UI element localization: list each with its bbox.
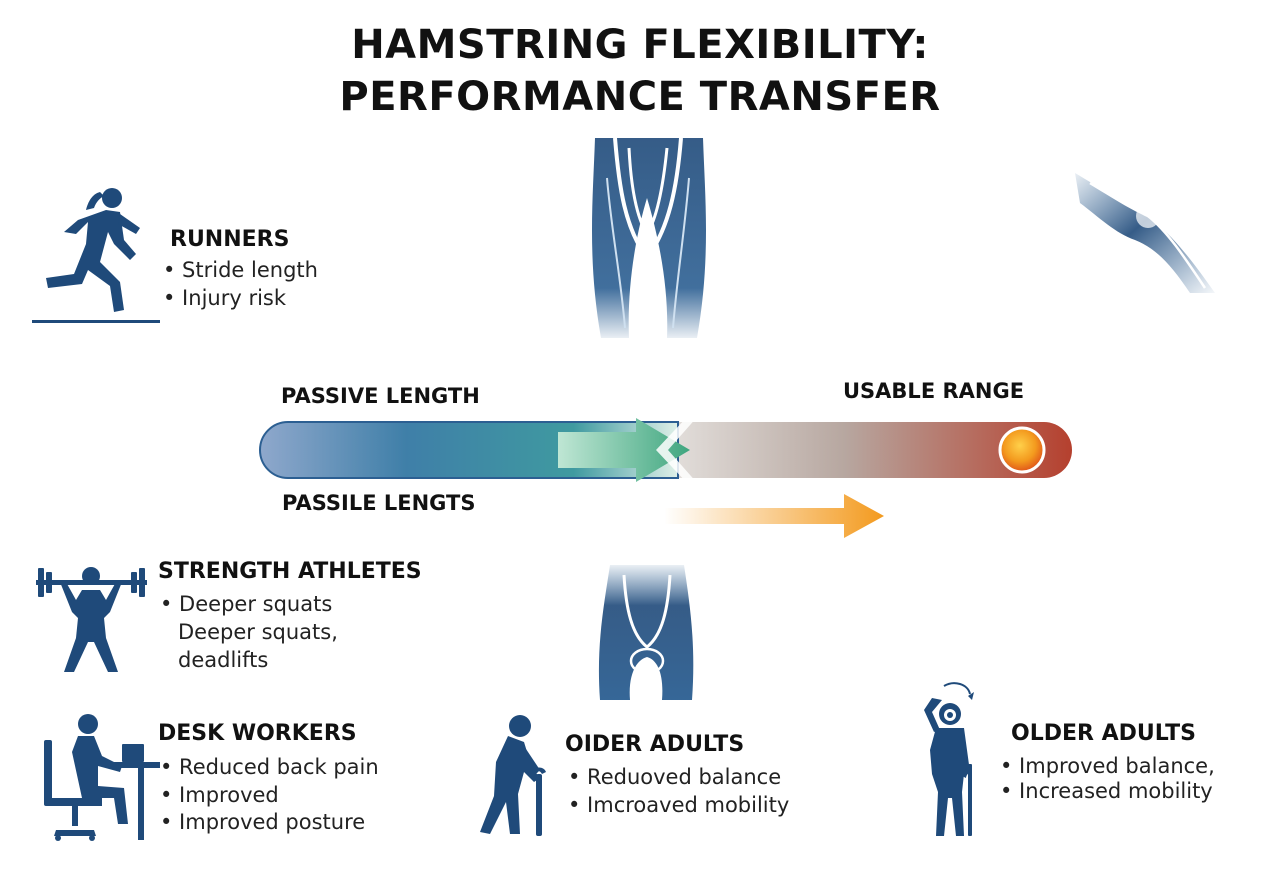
strength-bullet-1: • Deeper squats (160, 592, 333, 616)
runners-bullet-1: • Stride length (163, 258, 318, 282)
strength-bullet-3: deadlifts (178, 648, 269, 672)
page-title-line2: PERFORMANCE TRANSFER (339, 74, 941, 120)
weightlifter-icon (36, 567, 147, 672)
runners-bullet-2: • Injury risk (163, 286, 287, 310)
runners-heading: RUNNERS (170, 227, 290, 252)
older-adults-1-bullet-2: • Imcroaved mobility (568, 793, 790, 817)
older-adults-2-bullet-1: • Improved balance, (1000, 754, 1215, 778)
older-adults-2-bullet-2: • Increased mobility (1000, 779, 1213, 803)
passile-lengts-label: PASSILE LENGTS (282, 491, 476, 515)
elderly-cane-icon (480, 715, 546, 836)
flow-bar-graphic (259, 416, 1072, 538)
thigh-muscle-illustration (592, 138, 706, 338)
older-adults-2-heading: OLDER ADULTS (1011, 721, 1196, 746)
desk-bullet-2: • Improved (160, 783, 279, 807)
usable-range-label: USABLE RANGE (843, 379, 1025, 403)
older-adults-1-heading: OIDER ADULTS (565, 732, 745, 757)
knee-joint-illustration (1075, 173, 1215, 293)
elderly-stretch-icon (924, 682, 974, 836)
desk-bullet-1: • Reduced back pain (160, 755, 379, 779)
strength-bullet-2: Deeper squats, (178, 620, 338, 644)
desk-bullet-3: • Improved posture (160, 810, 366, 834)
page-title-line1: HAMSTRING FLEXIBILITY: (351, 22, 929, 68)
desk-worker-icon (44, 714, 160, 841)
strength-heading: STRENGTH ATHLETES (158, 559, 422, 584)
runner-icon (32, 188, 160, 323)
passive-length-label: PASSIVE LENGTH (281, 384, 480, 408)
older-adults-1-bullet-1: • Reduoved balance (568, 765, 782, 789)
knee-muscle-illustration (598, 565, 694, 700)
desk-heading: DESK WORKERS (158, 721, 357, 746)
